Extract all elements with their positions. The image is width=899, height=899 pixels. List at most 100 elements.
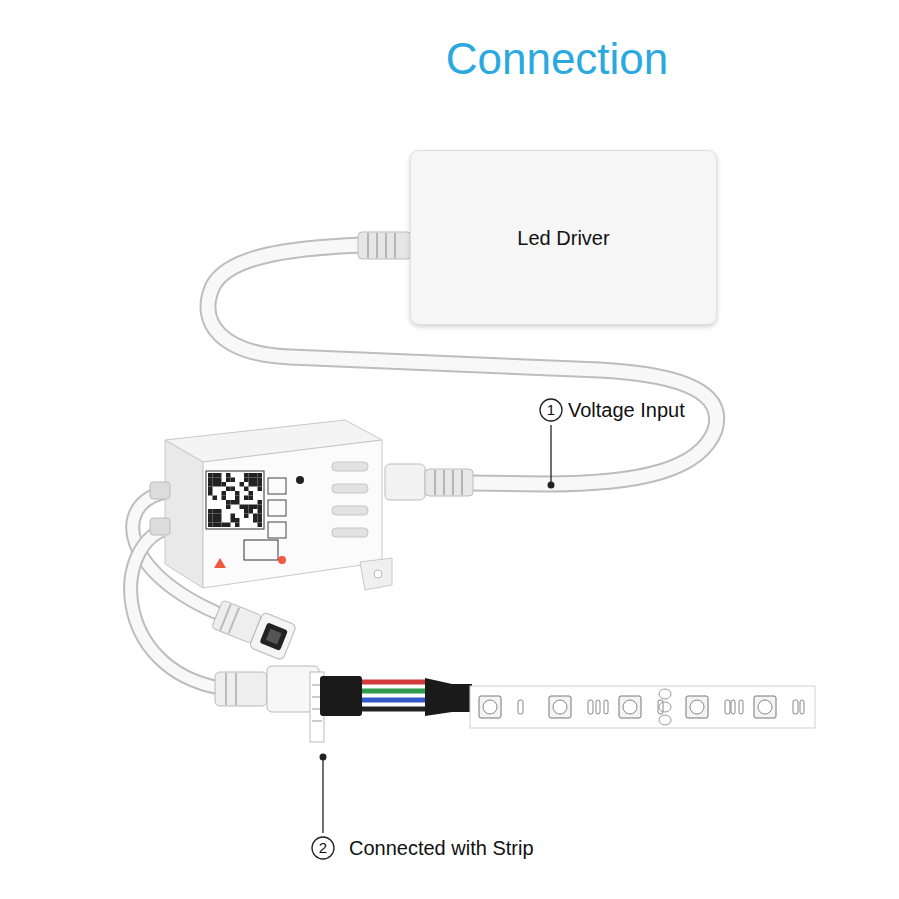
qr-code-part	[217, 514, 222, 519]
led-chips-part-part	[754, 696, 776, 718]
qr-code-part	[226, 487, 231, 492]
strip-connector-part	[362, 707, 425, 712]
qr-code-part	[226, 523, 231, 528]
strip-connector-part	[312, 721, 322, 722]
qr-code-part	[213, 478, 218, 483]
callout-1-part	[548, 482, 555, 489]
qr-code-part	[258, 473, 263, 478]
qr-code-part	[258, 505, 263, 510]
strip-connector-part	[320, 676, 362, 716]
qr-code-part	[253, 482, 258, 487]
qr-code-part	[258, 478, 263, 483]
qr-code-part	[235, 496, 240, 501]
led-chips-part	[731, 700, 735, 714]
led-chips-part	[659, 715, 671, 725]
qr-code-part	[217, 478, 222, 483]
dc-connector-part	[443, 470, 445, 495]
wifi-controller-part	[150, 518, 170, 535]
qr-code-part	[253, 514, 258, 519]
led-chips-part-part	[623, 700, 637, 714]
wifi-controller-part	[296, 476, 304, 484]
wifi-controller-part	[203, 440, 382, 588]
qr-code-part	[235, 518, 240, 523]
diagram-title: Connection	[307, 34, 807, 84]
qr-code-part	[240, 482, 245, 487]
strip-connector	[215, 666, 472, 742]
dc-connector	[385, 464, 473, 500]
female-connector-part-part	[259, 622, 288, 651]
wifi-controller-part	[214, 558, 226, 568]
callout-2-part	[312, 837, 334, 859]
led-chips-part-part	[549, 696, 571, 718]
callout-text: Voltage Input	[568, 398, 685, 422]
qr-code-part	[235, 500, 240, 505]
qr-code-part	[231, 500, 236, 505]
wifi-controller-part	[268, 500, 286, 516]
qr-code-part	[226, 500, 231, 505]
node-label: Led Driver	[411, 227, 716, 250]
female-connector-part	[210, 596, 297, 660]
callout-1	[540, 399, 562, 489]
qr-code-part	[244, 505, 249, 510]
strip-connector-part	[362, 680, 425, 685]
female-connector	[210, 596, 297, 660]
strain-relief	[358, 232, 412, 259]
qr-code-part	[217, 509, 222, 514]
driver-box: Led Driver	[410, 150, 717, 325]
qr-code-part	[253, 505, 258, 510]
wifi-controller-part	[332, 484, 368, 493]
led-chips-part	[479, 696, 523, 718]
qr-code-part	[258, 518, 263, 523]
qr-code-part	[217, 473, 222, 478]
qr-code-part	[222, 482, 227, 487]
wifi-controller-part	[165, 440, 203, 588]
qr-code-part	[208, 491, 213, 496]
led-chips-part	[659, 702, 671, 712]
female-connector-part-part	[220, 604, 230, 630]
qr-code-part	[244, 514, 249, 519]
wifi-controller	[150, 420, 392, 590]
qr-code-part	[208, 509, 213, 514]
wifi-controller-part	[278, 556, 286, 564]
qr-code-part	[226, 473, 231, 478]
qr-code-part	[235, 491, 240, 496]
qr-code-part	[208, 523, 213, 528]
qr-code-part	[208, 514, 213, 519]
qr-code-part	[222, 496, 227, 501]
qr-code-part	[222, 491, 227, 496]
led-chips-part	[604, 700, 608, 714]
qr-code-part	[249, 496, 254, 501]
led-strip-part	[470, 686, 815, 728]
wifi-controller-part	[332, 528, 368, 537]
wifi-controller-part	[360, 558, 392, 590]
qr-code-part	[244, 487, 249, 492]
qr-code-part	[208, 487, 213, 492]
led-chips-part-part	[758, 700, 772, 714]
qr-code-part	[231, 478, 236, 483]
callout-number: 2	[312, 837, 334, 859]
strain-relief-part	[385, 233, 387, 258]
qr-code-part	[258, 514, 263, 519]
qr-code-part	[253, 473, 258, 478]
led-chips-part-part	[553, 700, 567, 714]
callout-2-part	[322, 760, 323, 833]
qr-code-part	[244, 473, 249, 478]
qr-code-part	[258, 487, 263, 492]
wifi-controller-part	[374, 570, 382, 578]
dc-connector-part	[461, 470, 463, 495]
qr-code-part	[208, 482, 213, 487]
callout-text: Connected with Strip	[349, 836, 534, 860]
strip-connector-part	[235, 673, 237, 705]
dc-connector-part	[452, 470, 454, 495]
female-connector-part-part	[249, 612, 297, 661]
wifi-controller-part	[332, 462, 368, 471]
dc-connector-part	[385, 464, 425, 500]
female-connector-part-part	[266, 629, 282, 645]
led-chips-part	[659, 689, 671, 699]
qr-code-part	[208, 478, 213, 483]
strip-connector-part	[225, 673, 227, 705]
dc-connector-part	[434, 470, 436, 495]
qr-code-part	[217, 482, 222, 487]
